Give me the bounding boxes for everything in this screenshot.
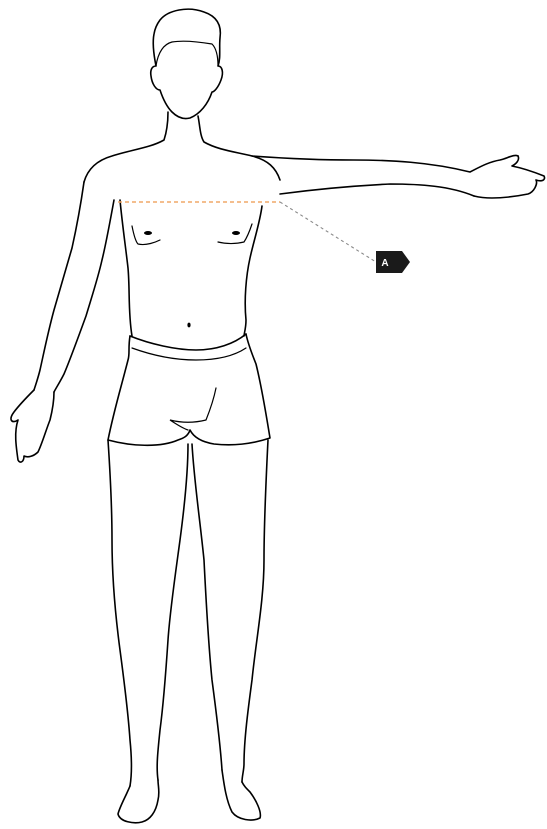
right-leg-inner xyxy=(192,444,222,770)
torso-left-side xyxy=(120,200,132,336)
left-hand xyxy=(11,390,54,462)
right-arm-top xyxy=(252,155,518,172)
neck-left xyxy=(84,112,168,182)
legs xyxy=(108,440,268,823)
measurement-callout-a: A xyxy=(376,251,410,273)
hairline xyxy=(156,41,218,66)
left-arm-outer xyxy=(34,182,84,390)
callout-leader-line xyxy=(280,202,376,262)
left-arm xyxy=(11,182,114,462)
shorts-outline xyxy=(108,334,270,445)
neck-right xyxy=(198,116,280,180)
right-arm-bottom xyxy=(280,184,474,196)
right-leg-outer xyxy=(242,440,268,782)
callout-label: A xyxy=(381,258,388,269)
torso-right-side xyxy=(244,206,262,336)
head-outline xyxy=(151,9,223,118)
shorts xyxy=(108,334,270,445)
left-foot xyxy=(118,780,159,823)
right-foot xyxy=(222,770,260,820)
left-leg-outer xyxy=(108,440,132,786)
nipple-right xyxy=(232,231,240,235)
right-arm xyxy=(252,155,545,198)
navel xyxy=(187,323,190,328)
shorts-waistband xyxy=(130,334,246,350)
shorts-fly xyxy=(170,388,216,430)
nipple-left xyxy=(144,231,152,235)
pectoral-left xyxy=(132,226,160,245)
right-hand xyxy=(474,156,545,198)
left-leg-inner xyxy=(157,444,188,780)
measurement: A xyxy=(118,202,410,273)
head xyxy=(151,9,223,118)
left-arm-inner xyxy=(54,200,114,392)
torso xyxy=(84,112,280,336)
